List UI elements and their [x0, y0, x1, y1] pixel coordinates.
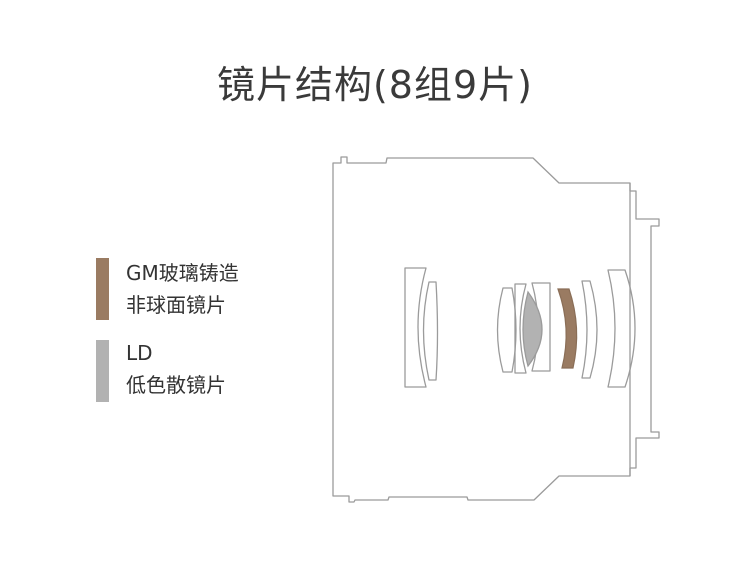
lens-element-ld	[522, 290, 543, 368]
lens-element-2	[422, 281, 439, 381]
legend-label-gm-line2: 非球面镜片	[126, 293, 226, 317]
lens-element-1	[404, 267, 427, 388]
legend-label-ld-line2: 低色散镜片	[126, 373, 226, 397]
lens-element-9	[607, 269, 636, 388]
lens-element-gm-aspherical	[557, 288, 578, 369]
legend-label-ld-line1: LD	[126, 341, 153, 365]
legend-label-gm-line1: GM玻璃铸造	[126, 261, 239, 285]
legend-swatch-gm	[96, 258, 109, 320]
lens-element-8	[581, 280, 598, 379]
legend-swatch-ld	[96, 340, 109, 402]
diagram-title: 镜片结构(8组9片)	[216, 63, 533, 107]
lens-element-4	[514, 283, 527, 374]
lens-barrel-outline	[332, 156, 660, 503]
lens-element-3	[496, 287, 517, 373]
